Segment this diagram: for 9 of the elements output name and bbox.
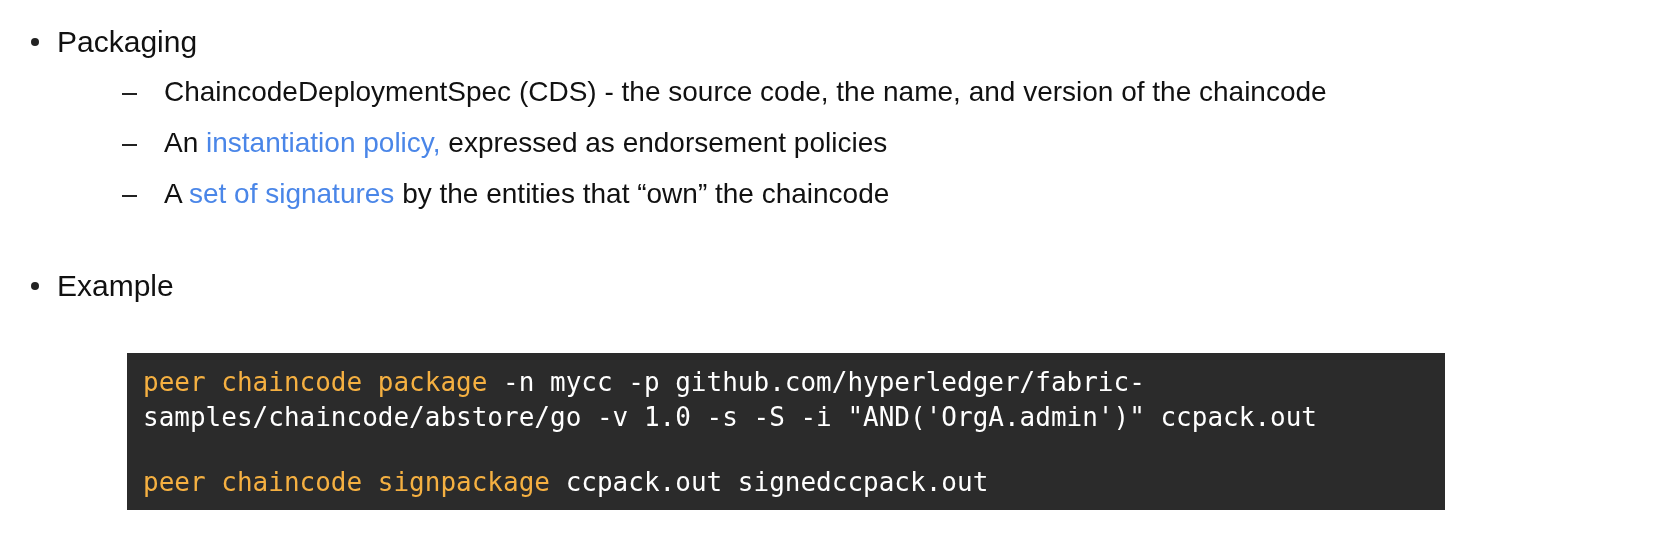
code-line: peer chaincode package -n mycc -p github.com/hyperledger/fabric-samples/chaincode/abstore/go -v 1.0 -s -S -i "AND('OrgA.admin')" ccpack.out bbox=[143, 366, 1318, 434]
heading-text: Example bbox=[57, 268, 174, 304]
heading-text: Packaging bbox=[57, 24, 198, 60]
link: set of signatures bbox=[188, 178, 395, 209]
bullet-text: ChaincodeDeploymentSpec (CDS) - the source code, the name, and version of the chaincode bbox=[164, 75, 1327, 109]
link: instantiation policy, bbox=[206, 127, 441, 158]
bullet-text: A set of signatures by the entities that “own” the chaincode bbox=[164, 177, 890, 211]
bullet-text: An instantiation policy, expressed as endorsement policies bbox=[164, 126, 888, 160]
code-line: peer chaincode signpackage ccpack.out signedccpack.out bbox=[143, 466, 990, 499]
